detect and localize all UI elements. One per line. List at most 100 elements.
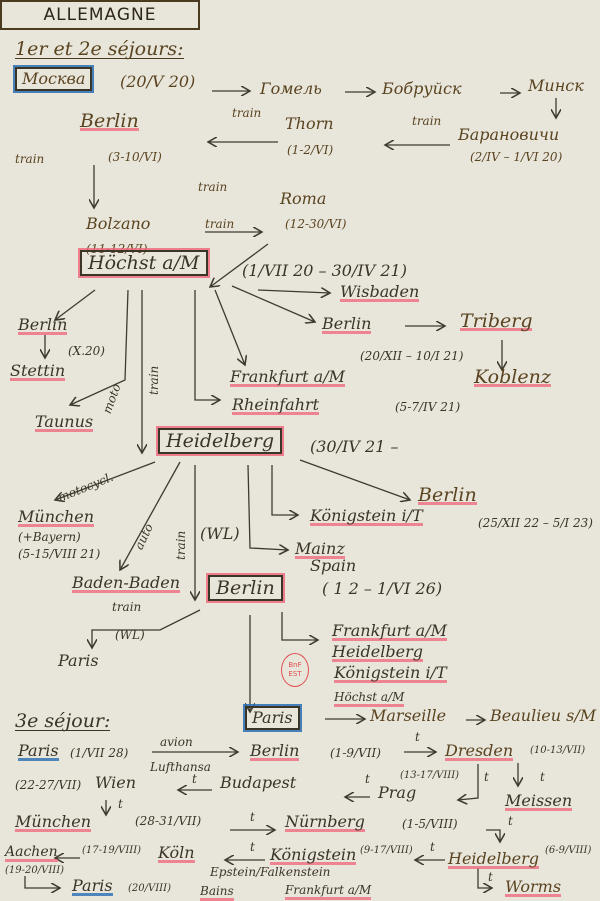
place-baden-baden: Baden-Baden: [72, 573, 181, 593]
date-hochst: (1/VII 20 – 30/IV 21): [242, 261, 407, 280]
place-wien: Wien: [95, 773, 137, 792]
place-triberg: Triberg: [460, 310, 533, 332]
place-konigstein: Königstein i/T: [334, 663, 447, 683]
place-minsk: Минск: [528, 76, 584, 95]
place-paris: Paris: [72, 876, 113, 896]
bnf-stamp: BnF EST: [281, 653, 309, 687]
arrow-hochst-berlin3: [55, 289, 96, 320]
label-t: t: [118, 797, 123, 811]
arrow-heidelberg-munchen: [55, 461, 156, 500]
arrow-dresden-prag: [458, 764, 479, 800]
place-spain: Spain: [310, 556, 357, 575]
date-baranovichi: (2/IV – 1/VI 20): [470, 150, 563, 164]
place-paris: Paris: [58, 651, 99, 670]
place-bobruisk: Бобруйск: [382, 79, 462, 98]
place-mainz: Mainz: [295, 539, 345, 559]
arrow-nurnberg-heidelberg: [486, 829, 500, 842]
section-heading-2: 3e séjour:: [15, 710, 111, 732]
arrow-roma-hochst: [210, 243, 269, 287]
place-heidelberg: Heidelberg: [448, 849, 539, 869]
date-prag: (13-17/VIII): [400, 770, 460, 781]
date-dresden: (10-13/VII): [530, 745, 586, 756]
arrow-hochst-berlin: [231, 285, 315, 322]
date-berlin: ( 1 2 – 1/VI 26): [322, 579, 443, 598]
place-berlin: Berlin: [208, 575, 283, 601]
place-heidelberg: Heidelberg: [158, 428, 283, 454]
section-heading-1: 1er et 2e séjours:: [15, 38, 184, 60]
place-moscow: Москва: [15, 67, 93, 91]
date-bolzano: (11-12/VI): [86, 242, 148, 256]
place-wisbaden: Wisbaden: [340, 282, 420, 302]
label-train: train: [174, 530, 188, 560]
label-train: train: [147, 365, 161, 395]
arrow-hochst-frankfurt: [214, 289, 245, 365]
place-prag: Prag: [378, 783, 417, 802]
label-t: t: [488, 870, 493, 884]
place-hochst: Höchst a/M: [80, 250, 208, 276]
date-nurnberg: (1-5/VIII): [402, 817, 458, 831]
place-rheinfahrt: Rheinfahrt: [232, 395, 320, 415]
place-taunus: Taunus: [35, 412, 94, 432]
arrow-heidelberg-konigstein: [271, 465, 298, 515]
label-train: train: [198, 180, 228, 194]
arrow-hochst-rheinfahrt: [194, 290, 220, 400]
date-berlin: (1-9/VII): [330, 746, 381, 760]
place-munchen: München: [18, 507, 95, 527]
place-bolzano: Bolzano: [86, 214, 151, 233]
place-marseille: Marseille: [370, 706, 447, 725]
label-avion: avion: [160, 735, 193, 749]
arrow-hochst-taunus: [70, 289, 129, 405]
place-heidelberg: Heidelberg: [332, 642, 423, 662]
place-koln: Köln: [158, 843, 195, 863]
place-konigstein: Königstein: [270, 845, 357, 865]
place-hochst: Höchst a/M: [334, 688, 405, 707]
label-wl: (WL): [200, 524, 240, 543]
date-berlin: (X.20): [68, 344, 105, 358]
date-konigstein: (25/XII 22 – 5/I 23): [478, 516, 593, 530]
label-t: t: [250, 840, 255, 854]
label-train: train: [205, 217, 235, 231]
label-lufthansa: Lufthansa: [150, 760, 211, 774]
date-munchen: (5-15/VIII 21): [18, 547, 101, 561]
date-rheinfahrt: (5-7/IV 21): [395, 400, 461, 414]
date-thorn: (1-2/VI): [287, 143, 334, 157]
place-epstein-falkenstein: Epstein/Falkenstein: [210, 865, 331, 879]
label-t: t: [540, 770, 545, 784]
arrow-aachen-paris: [24, 876, 60, 888]
date-wien: (22-27/VII): [15, 778, 82, 792]
label-train: train: [15, 152, 45, 166]
label-t: t: [365, 772, 370, 786]
date-konigstein: (9-17/VIII): [360, 845, 413, 856]
label-train: train: [412, 114, 442, 128]
date-aachen: (17-19/VIII): [82, 845, 142, 856]
place-worms: Worms: [505, 877, 562, 897]
place-meissen: Meissen: [505, 791, 573, 811]
date-paris: (20/VIII): [128, 883, 171, 894]
arrow-heidelberg-mainz: [247, 464, 288, 550]
date-paris: (1/VII 28): [70, 746, 129, 760]
place-berlin: Berlin: [18, 315, 68, 335]
arrow-heidelberg-worms: [477, 868, 492, 888]
place-frankfurt: Frankfurt a/M: [230, 367, 345, 387]
label-t: t: [250, 810, 255, 824]
label-t: t: [415, 730, 420, 744]
place-frankfurt: Frankfurt a/M: [285, 881, 372, 900]
place-aachen: Aachen: [5, 843, 58, 862]
place-thorn: Thorn: [285, 114, 334, 133]
place-berlin: Berlin: [418, 484, 477, 506]
place-berlin: Berlin: [250, 741, 300, 761]
place-dresden: Dresden: [445, 741, 514, 761]
place-budapest: Budapest: [220, 773, 297, 792]
place-gomel: Гомель: [260, 79, 322, 98]
date-berlin: (3-10/VI): [108, 150, 162, 164]
place-nurnberg: Nürnberg: [285, 812, 365, 832]
place-koblenz: Koblenz: [474, 366, 551, 388]
label-wl: (WL): [115, 628, 145, 642]
place-paris: Paris: [18, 741, 59, 761]
place-berlin: Berlin: [322, 314, 372, 334]
place-paris: Paris: [245, 706, 300, 730]
arrow-heidelberg-berlin4: [299, 459, 410, 500]
label-train: train: [112, 600, 142, 614]
place-frankfurt: Frankfurt a/M: [332, 621, 447, 641]
